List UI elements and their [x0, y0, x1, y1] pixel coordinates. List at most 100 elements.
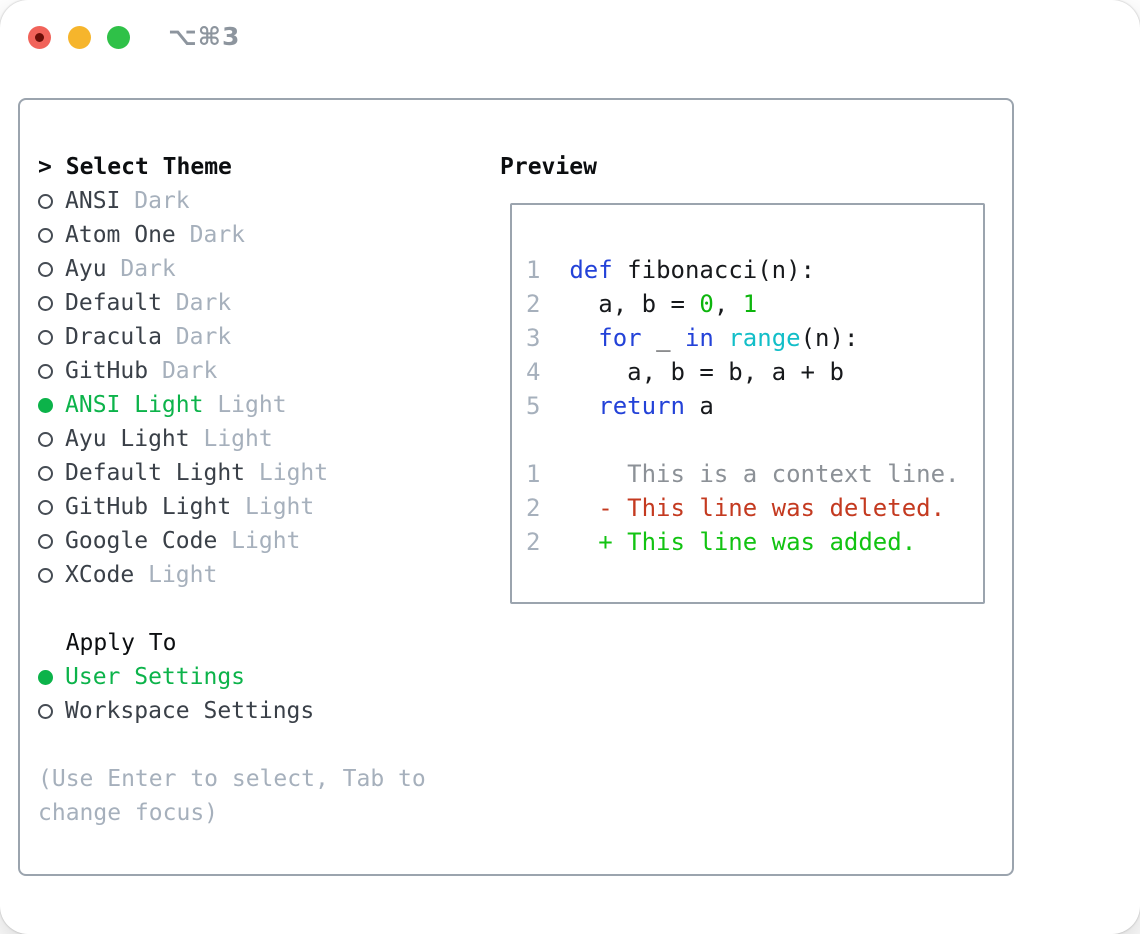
line-number: 1: [526, 256, 570, 284]
hint-text-line-1: (Use Enter to select, Tab to: [38, 766, 426, 792]
theme-name-label: XCode: [65, 562, 149, 588]
code-token: for: [598, 324, 642, 352]
line-number: 4: [526, 358, 570, 386]
theme-name-label: ANSI: [65, 188, 135, 214]
code-token: 0: [699, 290, 714, 318]
radio-icon: [38, 329, 53, 345]
theme-option-github-light[interactable]: GitHub Light Light: [38, 490, 488, 524]
line-number: 3: [526, 324, 570, 352]
theme-name-label: GitHub: [65, 358, 162, 384]
code-token: ,: [713, 290, 743, 318]
theme-option-default[interactable]: Default Dark: [38, 286, 488, 320]
line-number: 2: [526, 290, 570, 318]
code-line: 1 def fibonacci(n):: [526, 253, 983, 287]
theme-variant-label: Light: [231, 528, 301, 554]
diff-text: This line was added.: [627, 528, 917, 556]
zoom-button[interactable]: [107, 26, 130, 49]
diff-marker: +: [598, 528, 628, 556]
code-line: 5 return a: [526, 389, 983, 423]
diff-text: This is a context line.: [627, 460, 960, 488]
code-token: [569, 324, 598, 352]
line-number: 5: [526, 392, 570, 420]
radio-icon: [38, 533, 53, 549]
theme-variant-label: Light: [245, 494, 315, 520]
close-button[interactable]: [28, 26, 51, 49]
theme-variant-label: Light: [203, 426, 273, 452]
code-token: range: [728, 324, 801, 352]
theme-option-ansi[interactable]: ANSI Dark: [38, 184, 488, 218]
theme-option-google-code[interactable]: Google Code Light: [38, 524, 488, 558]
theme-option-ayu-light[interactable]: Ayu Light Light: [38, 422, 488, 456]
preview-column: Preview 1 def fibonacci(n):2 a, b = 0, 1…: [500, 150, 1000, 604]
apply-option-user-settings[interactable]: User Settings: [38, 660, 488, 694]
theme-option-dracula[interactable]: Dracula Dark: [38, 320, 488, 354]
preview-heading: Preview: [500, 154, 597, 180]
theme-variant-label: Dark: [175, 324, 232, 350]
radio-selected-icon: [38, 397, 53, 413]
apply-option-workspace-settings[interactable]: Workspace Settings: [38, 694, 488, 728]
apply-option-label: User Settings: [65, 664, 246, 690]
theme-name-label: GitHub Light: [65, 494, 246, 520]
theme-option-default-light[interactable]: Default Light Light: [38, 456, 488, 490]
code-token: return: [598, 392, 685, 420]
diff-text: This line was deleted.: [627, 494, 946, 522]
code-token: a: [684, 392, 714, 420]
theme-option-github[interactable]: GitHub Dark: [38, 354, 488, 388]
minimize-button[interactable]: [68, 26, 91, 49]
theme-name-label: Ayu Light: [65, 426, 204, 452]
blank-line: [526, 219, 983, 253]
code-token: [714, 324, 728, 352]
theme-variant-label: Dark: [120, 256, 176, 282]
titlebar: ⌥⌘3: [0, 0, 1140, 97]
line-number: 2: [526, 494, 599, 522]
radio-selected-icon: [38, 669, 53, 685]
apply-to-heading: Apply To: [65, 630, 177, 656]
code-token: in: [684, 324, 714, 352]
code-token: fibonacci(n):: [612, 256, 816, 284]
radio-icon: [38, 227, 53, 243]
diff-marker: [598, 460, 627, 488]
theme-name-label: Default: [65, 290, 176, 316]
theme-variant-label: Light: [217, 392, 287, 418]
theme-name-label: Ayu: [65, 256, 121, 282]
theme-name-label: Atom One: [65, 222, 190, 248]
blank-line: [38, 728, 488, 762]
radio-icon: [38, 499, 53, 515]
code-token: [569, 392, 598, 420]
select-theme-heading: Select Theme: [65, 154, 232, 180]
close-button-dot: [35, 33, 44, 42]
focus-caret-icon: >: [38, 154, 52, 180]
radio-icon: [38, 465, 53, 481]
diff-line: 1 This is a context line.: [526, 457, 983, 491]
line-number: 2: [526, 528, 599, 556]
radio-icon: [38, 193, 53, 209]
code-token: a, b =: [569, 290, 700, 318]
theme-option-ayu[interactable]: Ayu Dark: [38, 252, 488, 286]
code-token: 1: [742, 290, 758, 318]
radio-icon: [38, 261, 53, 277]
code-line: 4 a, b = b, a + b: [526, 355, 983, 389]
theme-name-label: ANSI Light: [65, 392, 218, 418]
code-line: 2 a, b = 0, 1: [526, 287, 983, 321]
theme-name-label: Default Light: [65, 460, 259, 486]
theme-option-ansi-light[interactable]: ANSI Light Light: [38, 388, 488, 422]
theme-name-label: Dracula: [65, 324, 176, 350]
theme-variant-label: Dark: [175, 290, 232, 316]
theme-name-label: Google Code: [65, 528, 232, 554]
code-token: def: [569, 256, 613, 284]
theme-variant-label: Dark: [189, 222, 246, 248]
select-theme-header: > Select Theme: [38, 150, 488, 184]
theme-option-atom-one[interactable]: Atom One Dark: [38, 218, 488, 252]
line-number: 1: [526, 460, 599, 488]
radio-icon: [38, 431, 53, 447]
theme-variant-label: Dark: [134, 188, 190, 214]
theme-option-xcode[interactable]: XCode Light: [38, 558, 488, 592]
radio-icon: [38, 295, 53, 311]
